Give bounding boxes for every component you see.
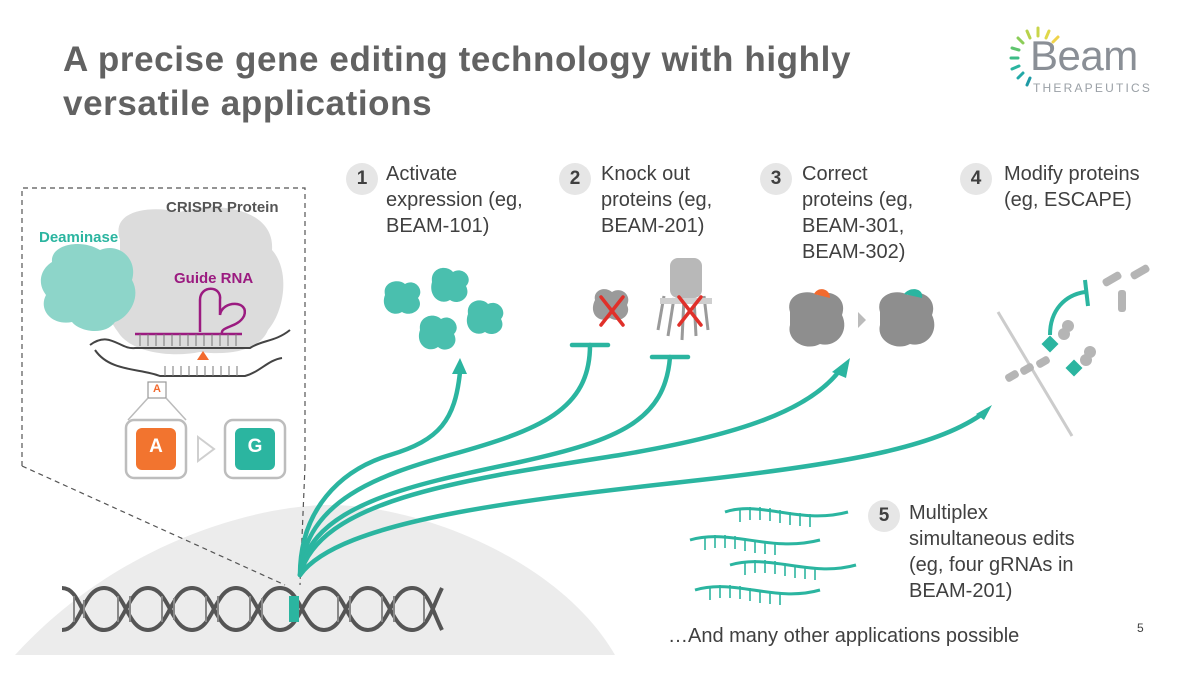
knockout-x-icon [599, 295, 703, 327]
mutant-protein [789, 292, 845, 347]
step-2-text: Knock out proteins (eg, BEAM-201) [601, 163, 713, 237]
crispr-protein [107, 207, 284, 355]
footer-note: …And many other applications possible [668, 625, 1020, 647]
modified-protein [996, 264, 1150, 437]
edit-site-marker [197, 351, 209, 360]
activated-proteins [383, 267, 504, 350]
inhibition-bars [569, 342, 691, 360]
logo-subtitle: THERAPEUTICS [1033, 81, 1153, 95]
page-title: A precise gene editing technology with h… [63, 40, 852, 123]
correction-arrow-icon [858, 312, 866, 328]
dna-strand-top [89, 329, 291, 350]
base-g-letter: G [247, 436, 263, 457]
guide-rna-label: Guide RNA [174, 270, 254, 287]
step-3-badge: 3 [760, 163, 792, 195]
step-4-text: Modify proteins (eg, ESCAPE) [1004, 163, 1140, 211]
page-number: 5 [1137, 621, 1144, 635]
step-5-text: Multiplex simultaneous edits (eg, four g… [909, 502, 1075, 602]
corrected-site [904, 289, 923, 298]
beam-logo: Beam THERAPEUTICS [1008, 24, 1168, 104]
logo-wordmark: Beam [1030, 32, 1138, 79]
base-g-tile [235, 428, 275, 470]
step-3-text: Correct proteins (eg, BEAM-301, BEAM-302… [802, 163, 914, 263]
application-arrows [297, 342, 988, 578]
base-a-letter: A [149, 436, 163, 457]
knockout-receptor [656, 258, 712, 341]
base-a-tile [136, 428, 176, 470]
target-base-box [147, 381, 167, 399]
corrected-protein [879, 292, 935, 347]
dna-strand-bottom [94, 349, 283, 377]
arrowheads [452, 358, 992, 420]
guide-rna [198, 287, 247, 335]
deaminase [40, 243, 136, 332]
step-5-badge: 5 [868, 500, 900, 532]
guide-rnas [689, 507, 857, 596]
guide-rna-bases [704, 507, 816, 605]
conversion-arrow-icon [197, 435, 216, 463]
deaminase-label: Deaminase [39, 229, 119, 246]
sunburst-icon [1009, 26, 1060, 87]
step-1-badge: 1 [346, 163, 378, 195]
crispr-protein-label: CRISPR Protein [166, 199, 279, 216]
step-4-badge: 4 [960, 163, 992, 195]
step-1-text: Activate expression (eg, BEAM-101) [386, 163, 523, 237]
mutant-site [814, 289, 830, 298]
target-base-letter: A [153, 383, 161, 395]
dna-helix [61, 585, 444, 633]
step-2-badge: 2 [559, 163, 591, 195]
